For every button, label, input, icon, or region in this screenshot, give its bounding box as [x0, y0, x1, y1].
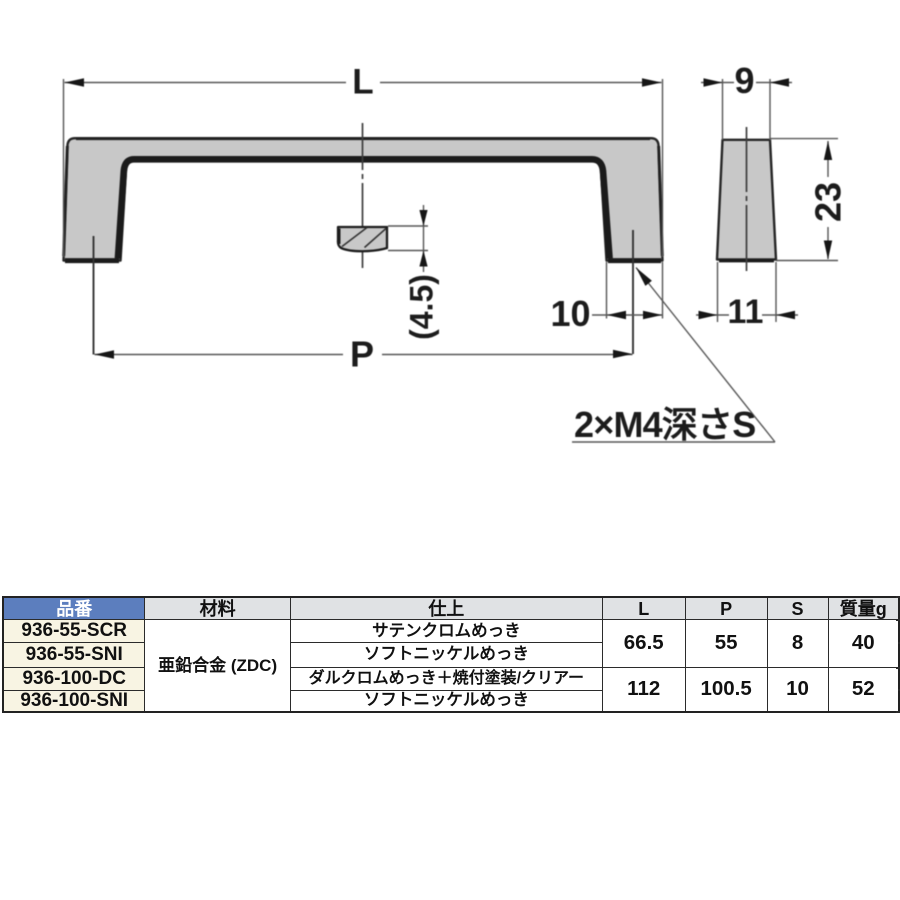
svg-text:10: 10 [550, 293, 590, 334]
svg-text:L: L [352, 63, 373, 102]
svg-text:9: 9 [734, 60, 754, 101]
svg-text:2×M4深さS: 2×M4深さS [574, 404, 755, 445]
svg-text:23: 23 [808, 182, 849, 222]
svg-text:11: 11 [728, 293, 764, 331]
svg-text:P: P [350, 334, 374, 375]
svg-text:(4.5): (4.5) [404, 274, 440, 340]
